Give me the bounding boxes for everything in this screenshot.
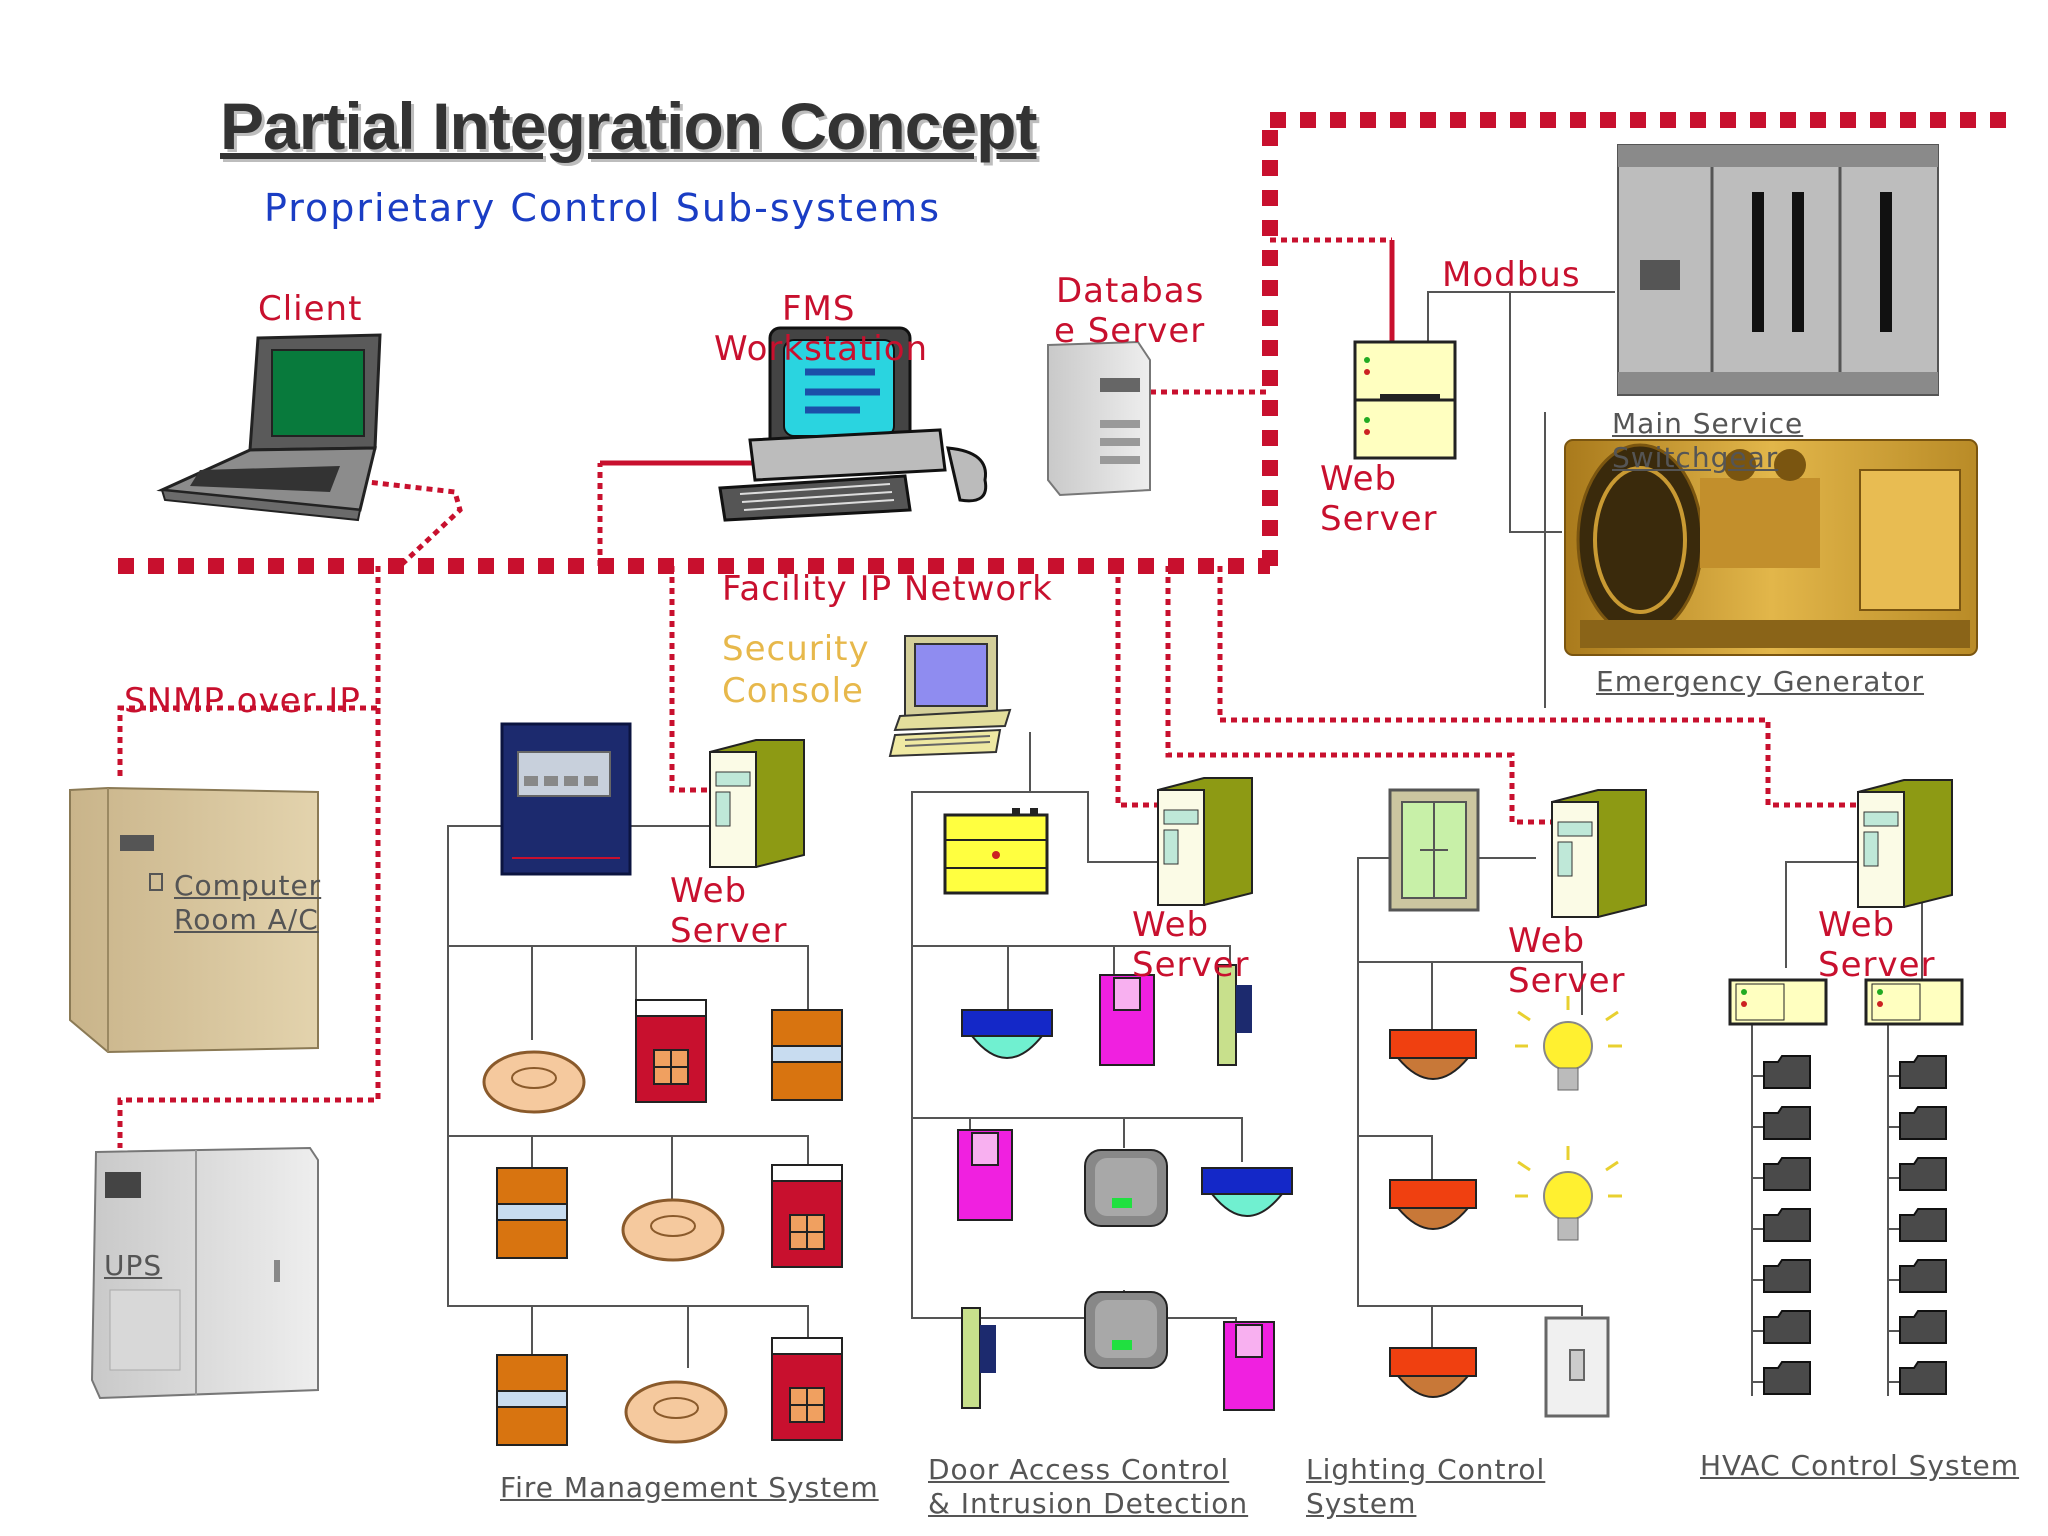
client-laptop bbox=[156, 333, 382, 522]
web-server-door-line1: Web bbox=[1132, 905, 1210, 945]
solid-red-links bbox=[600, 240, 1395, 466]
door-devices bbox=[957, 964, 1293, 1411]
fms-label-line2: Workstation bbox=[714, 329, 929, 369]
web-server-hvac-line1: Web bbox=[1818, 905, 1896, 945]
security-console bbox=[888, 635, 1012, 758]
web-server-hvac-line2: Server bbox=[1818, 945, 1936, 985]
lighting-system-caption-line2: System bbox=[1306, 1487, 1417, 1520]
hvac-io-module bbox=[1763, 1055, 1811, 1089]
door-system-caption-line2: & Intrusion Detection bbox=[928, 1487, 1249, 1520]
web-server-top-line2: Server bbox=[1320, 499, 1438, 539]
hvac-controllers bbox=[1728, 978, 1964, 1026]
database-label-line2: e Server bbox=[1054, 311, 1206, 351]
web-server-door-line2: Server bbox=[1132, 945, 1250, 985]
crac-label-line2: Room A/C bbox=[174, 903, 319, 936]
fire-system-caption: Fire Management System bbox=[500, 1471, 879, 1504]
web-server-fire-line1: Web bbox=[670, 871, 748, 911]
ups-label: UPS bbox=[104, 1249, 163, 1282]
security-console-line1: Security bbox=[722, 629, 870, 669]
hvac-io-module bbox=[1763, 1310, 1811, 1344]
snmp-label: SNMP over IP bbox=[124, 681, 361, 721]
web-server-fire-line2: Server bbox=[670, 911, 788, 951]
door-controller bbox=[943, 808, 1049, 895]
hvac-io-module bbox=[1899, 1157, 1947, 1191]
hvac-system-caption: HVAC Control System bbox=[1700, 1449, 2020, 1482]
web-server-door bbox=[1157, 777, 1253, 906]
fms-label-line1: FMS bbox=[782, 289, 856, 329]
ups-unit bbox=[90, 1146, 319, 1400]
lighting-system-caption-line1: Lighting Control bbox=[1306, 1453, 1546, 1486]
web-server-hvac bbox=[1857, 779, 1953, 908]
page-subtitle: Proprietary Control Sub-systems bbox=[264, 186, 941, 230]
switchgear-label-line1: Main Service bbox=[1612, 407, 1804, 440]
hvac-io-module bbox=[1899, 1259, 1947, 1293]
database-label-line1: Databas bbox=[1056, 271, 1205, 311]
switchgear bbox=[1617, 144, 1939, 396]
hvac-io-module bbox=[1899, 1106, 1947, 1140]
web-server-fire bbox=[709, 739, 805, 868]
lighting-devices bbox=[1389, 996, 1622, 1418]
hvac-io-module bbox=[1763, 1259, 1811, 1293]
fire-devices bbox=[482, 999, 843, 1446]
database-server bbox=[1047, 340, 1151, 497]
hvac-io-module bbox=[1763, 1208, 1811, 1242]
facility-network-label: Facility IP Network bbox=[722, 569, 1053, 609]
computer-room-ac bbox=[69, 786, 319, 1054]
door-system-caption-line1: Door Access Control bbox=[928, 1453, 1230, 1486]
switchgear-label-line2: Switchgear bbox=[1612, 441, 1779, 474]
fms-workstation bbox=[718, 326, 988, 522]
security-console-line2: Console bbox=[722, 671, 864, 711]
hvac-io-module bbox=[1899, 1208, 1947, 1242]
hvac-io-module bbox=[1763, 1106, 1811, 1140]
fire-panel bbox=[500, 722, 632, 876]
web-server-top-line1: Web bbox=[1320, 459, 1398, 499]
dotted-links bbox=[117, 237, 1858, 1148]
web-server-lighting bbox=[1551, 789, 1647, 918]
hvac-io-modules bbox=[1752, 1055, 1947, 1395]
facility-ip-network bbox=[118, 112, 2010, 574]
hvac-io-module bbox=[1899, 1310, 1947, 1344]
hvac-io-module bbox=[1763, 1361, 1811, 1395]
field-wiring bbox=[447, 291, 1923, 1396]
page-title: Partial Integration Concept bbox=[220, 89, 1037, 163]
lighting-panel bbox=[1388, 788, 1480, 912]
hvac-io-module bbox=[1763, 1157, 1811, 1191]
web-server-lighting-line1: Web bbox=[1508, 921, 1586, 961]
modbus-web-server bbox=[1353, 340, 1457, 460]
client-label: Client bbox=[258, 289, 363, 329]
generator-label: Emergency Generator bbox=[1596, 665, 1925, 698]
hvac-io-module bbox=[1899, 1361, 1947, 1395]
crac-label-line1: Computer bbox=[174, 869, 322, 902]
hvac-io-module bbox=[1899, 1055, 1947, 1089]
modbus-label: Modbus bbox=[1442, 255, 1581, 295]
emergency-generator bbox=[1564, 439, 1978, 656]
web-server-lighting-line2: Server bbox=[1508, 961, 1626, 1001]
